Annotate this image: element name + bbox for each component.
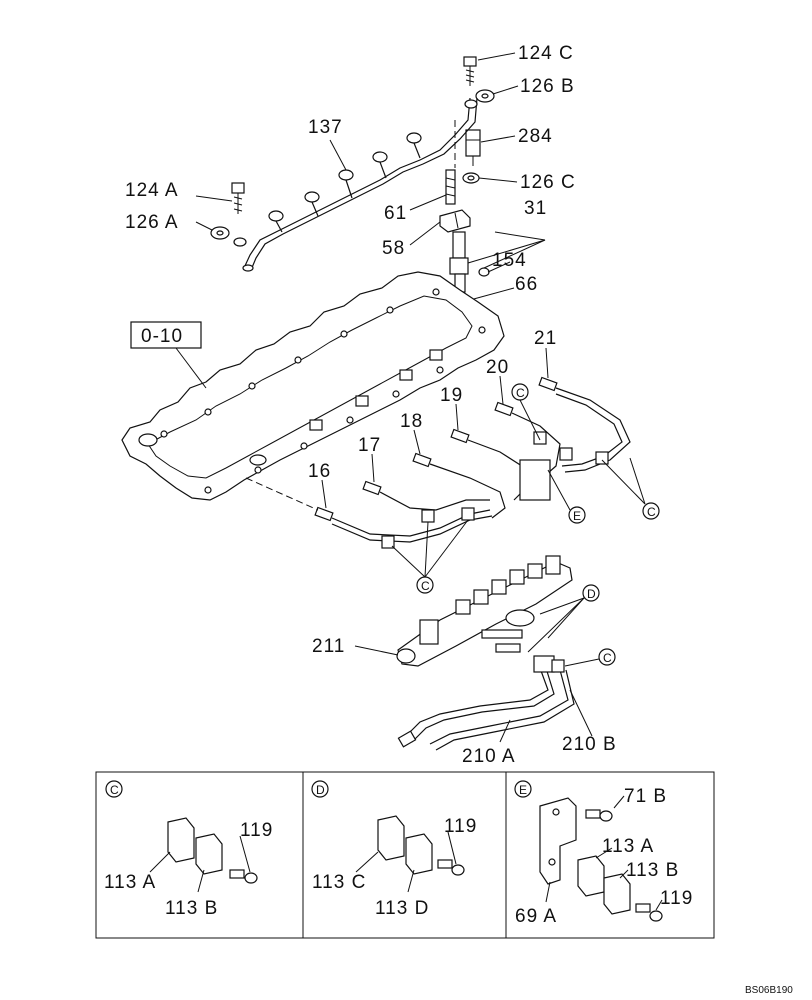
hp-pipe-21 <box>538 376 631 473</box>
label-20: 20 <box>486 357 509 378</box>
washer-126c <box>462 172 480 184</box>
svg-text:C: C <box>421 579 430 593</box>
label-126b: 126 B <box>520 76 575 97</box>
callout-c-rail <box>598 648 616 666</box>
svg-text:113 B: 113 B <box>626 860 679 881</box>
svg-text:69 A: 69 A <box>515 906 557 927</box>
label-210b: 210 B <box>562 734 617 755</box>
label-31: 31 <box>524 198 547 219</box>
svg-text:E: E <box>573 509 581 523</box>
svg-text:C: C <box>516 386 525 400</box>
detail-e: E 71 B 113 A 113 B 119 69 A <box>514 780 693 927</box>
callout-c-right <box>642 502 660 520</box>
svg-text:71 B: 71 B <box>624 786 667 807</box>
svg-text:D: D <box>316 783 325 797</box>
svg-text:113 D: 113 D <box>375 898 429 919</box>
label-16: 16 <box>308 461 331 482</box>
callout-e <box>568 506 586 524</box>
svg-text:113 C: 113 C <box>312 872 366 893</box>
label-124c: 124 C <box>518 43 574 64</box>
head-frame-0-10 <box>121 271 505 501</box>
svg-text:C: C <box>647 505 656 519</box>
svg-text:113 A: 113 A <box>104 872 156 893</box>
label-19: 19 <box>440 385 463 406</box>
common-rail-211 <box>396 555 573 667</box>
feed-pipes-210 <box>397 655 575 751</box>
oring-154 <box>478 267 490 277</box>
svg-text:C: C <box>110 783 119 797</box>
bolt-124c <box>463 56 477 86</box>
detail-d: D 119 113 C 113 D <box>311 780 477 919</box>
label-284: 284 <box>518 126 553 147</box>
svg-text:C: C <box>603 651 612 665</box>
label-210a: 210 A <box>462 746 516 767</box>
label-211: 211 <box>312 636 345 657</box>
label-126c: 126 C <box>520 172 576 193</box>
label-124a: 124 A <box>125 180 179 201</box>
label-17: 17 <box>358 435 381 456</box>
label-137: 137 <box>308 117 343 138</box>
svg-text:119: 119 <box>660 888 693 909</box>
label-154: 154 <box>492 250 527 271</box>
svg-text:113 B: 113 B <box>165 898 218 919</box>
svg-text:E: E <box>519 783 527 797</box>
label-126a: 126 A <box>125 212 179 233</box>
callout-d <box>582 584 600 602</box>
hp-pipe-19 <box>450 428 529 501</box>
bolt-124a <box>231 182 245 214</box>
stud-61 <box>445 169 456 205</box>
detail-c: C 119 113 A 113 B <box>104 780 273 919</box>
label-18: 18 <box>400 411 423 432</box>
fitting-284 <box>465 129 481 166</box>
label-61: 61 <box>384 203 407 224</box>
pipe-clamps <box>381 431 609 549</box>
hp-pipe-18 <box>412 452 506 519</box>
svg-text:119: 119 <box>240 820 273 841</box>
svg-text:119: 119 <box>444 816 477 837</box>
hp-pipe-17 <box>362 480 490 511</box>
label-58: 58 <box>382 238 405 259</box>
label-0-10: 0-10 <box>141 326 183 347</box>
washer-126a <box>210 226 247 247</box>
ref-box-0-10 <box>130 321 202 349</box>
svg-text:D: D <box>587 587 596 601</box>
drawing-code: BS06B190 <box>745 985 793 996</box>
svg-text:113 A: 113 A <box>602 836 654 857</box>
label-66: 66 <box>515 274 538 295</box>
detail-panel <box>95 771 715 939</box>
washer-126b <box>475 89 495 103</box>
clamp-58 <box>439 209 471 233</box>
leak-off-pipe-137 <box>242 97 478 272</box>
label-21: 21 <box>534 328 557 349</box>
